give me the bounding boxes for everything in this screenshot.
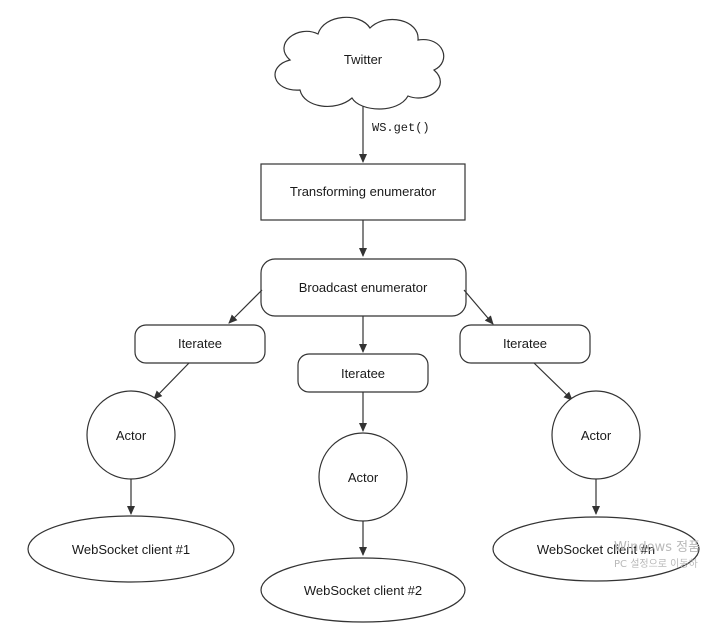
actor-right-label: Actor — [581, 428, 612, 443]
actor-left-circle: Actor — [86, 390, 176, 480]
websocket-client-2-label: WebSocket client #2 — [304, 583, 422, 598]
edge-iteratee-right-to-actor-right — [533, 362, 573, 401]
websocket-client-n-ellipse: WebSocket client #n — [492, 516, 700, 582]
iteratee-left-label: Iteratee — [178, 336, 222, 351]
iteratee-right-label: Iteratee — [503, 336, 547, 351]
windows-activation-watermark: Windows 정품 PC 설정으로 이동하 — [614, 540, 700, 570]
iteratee-right-box: Iteratee — [459, 324, 591, 364]
websocket-client-1-label: WebSocket client #1 — [72, 542, 190, 557]
watermark-line-1: Windows 정품 — [614, 540, 700, 555]
actor-left-label: Actor — [116, 428, 147, 443]
websocket-client-1-ellipse: WebSocket client #1 — [27, 515, 235, 583]
edge-broadcast-to-iteratee-right — [463, 289, 494, 325]
transforming-enumerator-label: Transforming enumerator — [290, 184, 437, 199]
actor-mid-label: Actor — [348, 470, 379, 485]
transforming-enumerator-box: Transforming enumerator — [260, 163, 466, 221]
broadcast-enumerator-label: Broadcast enumerator — [299, 280, 428, 295]
websocket-client-n-label: WebSocket client #n — [537, 542, 655, 557]
watermark-line-2: PC 설정으로 이동하 — [614, 557, 698, 570]
iteratee-left-box: Iteratee — [134, 324, 266, 364]
edge-iteratee-left-to-actor-left — [153, 362, 190, 400]
broadcast-enumerator-box: Broadcast enumerator — [260, 258, 467, 317]
actor-right-circle: Actor — [551, 390, 641, 480]
iteratee-mid-box: Iteratee — [297, 353, 429, 393]
twitter-cloud: Twitter — [274, 16, 445, 110]
actor-mid-circle: Actor — [318, 432, 408, 522]
websocket-client-2-ellipse: WebSocket client #2 — [260, 557, 466, 623]
edge-broadcast-to-iteratee-left — [228, 289, 263, 324]
iteratee-mid-label: Iteratee — [341, 366, 385, 381]
ws-get-label: WS.get() — [372, 121, 430, 135]
twitter-label: Twitter — [344, 52, 383, 67]
